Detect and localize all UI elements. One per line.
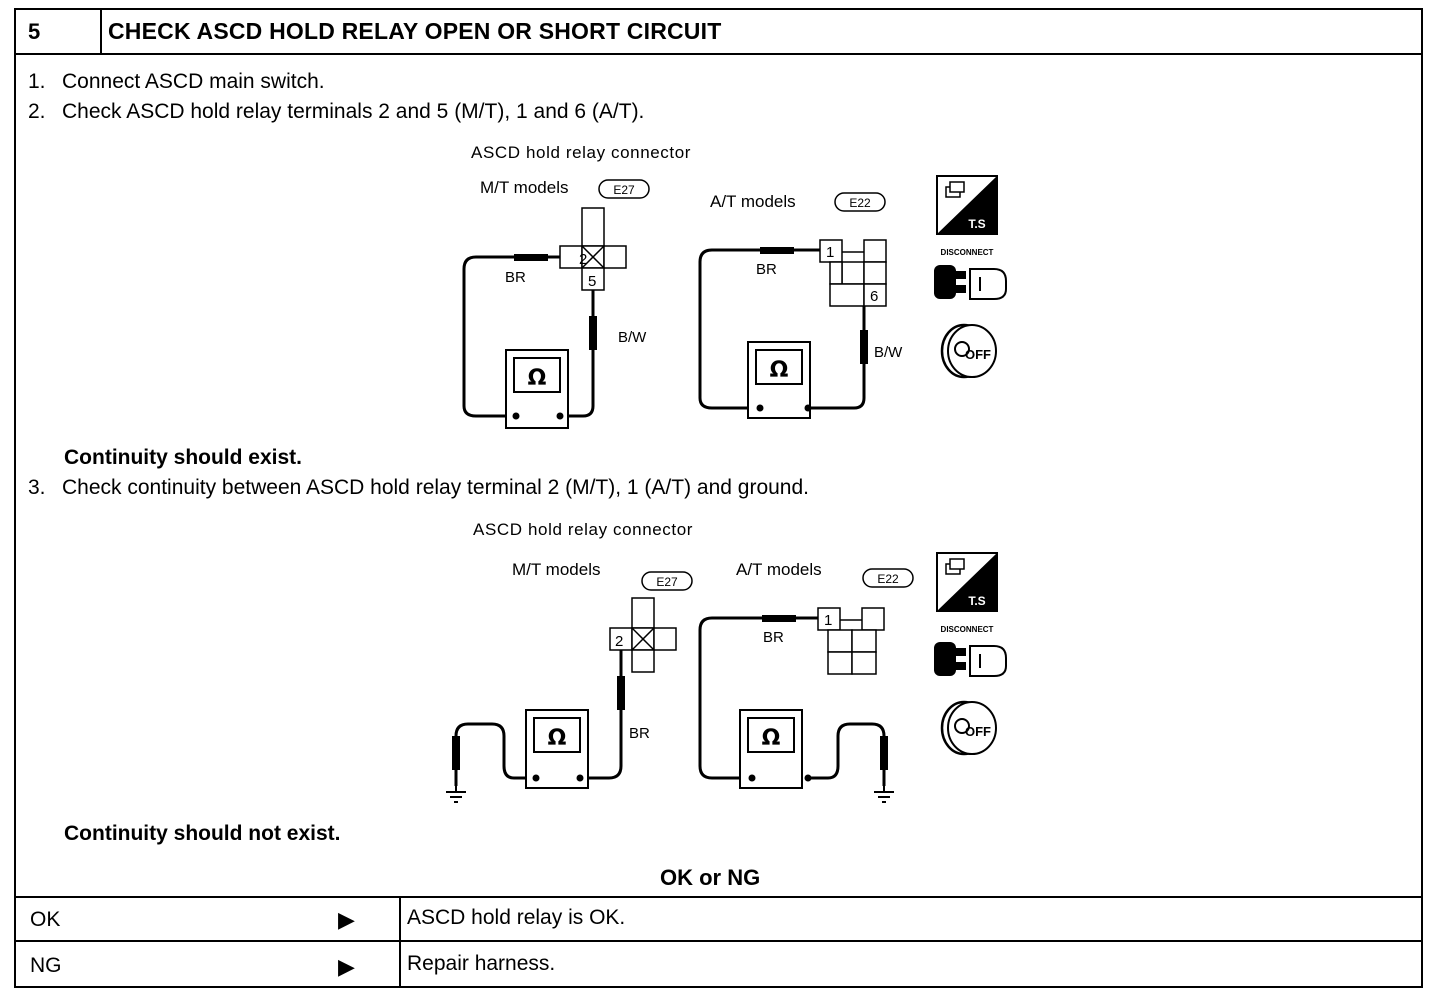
mt-probe-br	[514, 254, 548, 261]
at-connector-2	[817, 607, 885, 675]
result-ng-action: Repair harness.	[407, 952, 556, 975]
table-divider	[399, 898, 401, 940]
ts-icon: T.S	[936, 552, 998, 612]
svg-text:Ω: Ω	[528, 366, 547, 391]
e27-connector-code-badge: E27	[598, 179, 650, 199]
at-terminal-6: 6	[870, 288, 878, 305]
at-probe-br	[760, 247, 794, 254]
svg-text:DISCONNECT: DISCONNECT	[941, 248, 994, 257]
ok-ng-heading: OK or NG	[660, 865, 761, 890]
mt-wire-br-label-2: BR	[629, 725, 650, 742]
table-row: OK ▶ ASCD hold relay is OK.	[16, 896, 1421, 940]
ignition-off-icon: OFF	[940, 700, 997, 756]
step-2-text: Check ASCD hold relay terminals 2 and 5 …	[62, 100, 645, 123]
step-1-text: Connect ASCD main switch.	[62, 70, 325, 93]
mt-ohmmeter: Ω	[505, 349, 569, 429]
at-connector	[819, 239, 887, 307]
step-header: 5 CHECK ASCD HOLD RELAY OPEN OR SHORT CI…	[16, 10, 1421, 55]
ignition-off-icon: OFF	[940, 323, 997, 379]
at-probe-bw	[860, 330, 868, 364]
mt-wire-bw-label: B/W	[618, 329, 647, 346]
disconnect-icon: DISCONNECT	[934, 248, 1007, 300]
at-wire-bw-label: B/W	[874, 344, 903, 361]
diagram-2-title: ASCD hold relay connector	[473, 520, 694, 539]
step-3-number: 3.	[28, 476, 46, 499]
disconnect-icon: DISCONNECT	[934, 625, 1007, 677]
result-ok-label: OK	[30, 908, 61, 931]
inspection-step-frame: 5 CHECK ASCD HOLD RELAY OPEN OR SHORT CI…	[14, 8, 1423, 988]
mt-terminal-2: 2	[579, 251, 587, 268]
diagram-1-mt-label: M/T models	[480, 178, 569, 197]
svg-text:Ω: Ω	[548, 726, 567, 751]
at-ohmmeter: Ω	[747, 341, 812, 419]
svg-text:DISCONNECT: DISCONNECT	[941, 625, 994, 634]
result-ok-action: ASCD hold relay is OK.	[407, 906, 626, 929]
at-wire-br-label: BR	[756, 261, 777, 278]
mt-wires	[462, 255, 595, 418]
svg-text:E22: E22	[849, 196, 871, 210]
mt-ground-probe	[452, 736, 460, 770]
table-divider	[399, 942, 401, 988]
result-1-text: Continuity should exist.	[64, 446, 303, 469]
step-number: 5	[16, 10, 102, 53]
continuity-diagram-1: E27 E22 2 5 BR B/W	[462, 179, 903, 429]
svg-text:OFF: OFF	[965, 347, 991, 362]
mt-terminal-5: 5	[588, 273, 596, 290]
at-probe-br-2	[762, 615, 796, 622]
svg-text:E22: E22	[877, 572, 899, 586]
arrow-right-icon: ▶	[338, 954, 355, 979]
ground-icon	[446, 786, 466, 803]
svg-text:OFF: OFF	[965, 724, 991, 739]
mt-ohmmeter-2: Ω	[525, 709, 589, 789]
at-wires	[698, 248, 866, 410]
e27-connector-code-badge-2: E27	[641, 571, 693, 591]
diagram-2-mt-label: M/T models	[512, 560, 601, 579]
diagram-1-title: ASCD hold relay connector	[471, 143, 692, 162]
continuity-diagram-2: E27 E22 2 BR	[446, 568, 914, 803]
mt-connector-2	[609, 597, 677, 673]
mt-probe-bw	[589, 316, 597, 350]
step-1-number: 1.	[28, 70, 46, 93]
at-terminal-1: 1	[826, 244, 834, 261]
at-terminal-1-b: 1	[824, 612, 832, 629]
at-wire-br-label-2: BR	[763, 629, 784, 646]
condition-icons-1: T.S DISCONNECT OFF	[934, 175, 1007, 379]
e22-connector-code-badge-2: E22	[862, 568, 914, 588]
svg-text:E27: E27	[613, 183, 635, 197]
step-2-number: 2.	[28, 100, 46, 123]
condition-icons-2: T.S DISCONNECT OFF	[934, 552, 1007, 756]
svg-text:E27: E27	[656, 575, 678, 589]
table-row: NG ▶ Repair harness.	[16, 940, 1421, 988]
mt-connector	[559, 207, 627, 291]
e22-connector-code-badge: E22	[834, 192, 886, 212]
mt-wires-2	[454, 650, 623, 786]
svg-text:T.S: T.S	[968, 594, 985, 608]
ts-icon: T.S	[936, 175, 998, 235]
mt-terminal-2-b: 2	[615, 633, 623, 650]
ground-icon-2	[874, 786, 894, 803]
diagram-1-at-label: A/T models	[710, 192, 796, 211]
mt-wire-br-label: BR	[505, 269, 526, 286]
diagram-2-at-label: A/T models	[736, 560, 822, 579]
result-ng-label: NG	[30, 954, 62, 977]
mt-probe-br-2	[617, 676, 625, 710]
at-ohmmeter-2: Ω	[739, 709, 812, 789]
step-3-text: Check continuity between ASCD hold relay…	[62, 476, 809, 499]
svg-text:Ω: Ω	[762, 726, 781, 751]
svg-text:Ω: Ω	[770, 358, 789, 383]
svg-text:T.S: T.S	[968, 217, 985, 231]
step-title: CHECK ASCD HOLD RELAY OPEN OR SHORT CIRC…	[108, 18, 722, 44]
arrow-right-icon: ▶	[338, 907, 355, 932]
at-wires-2	[698, 616, 886, 786]
at-ground-probe	[880, 736, 888, 770]
result-2-text: Continuity should not exist.	[64, 822, 341, 845]
